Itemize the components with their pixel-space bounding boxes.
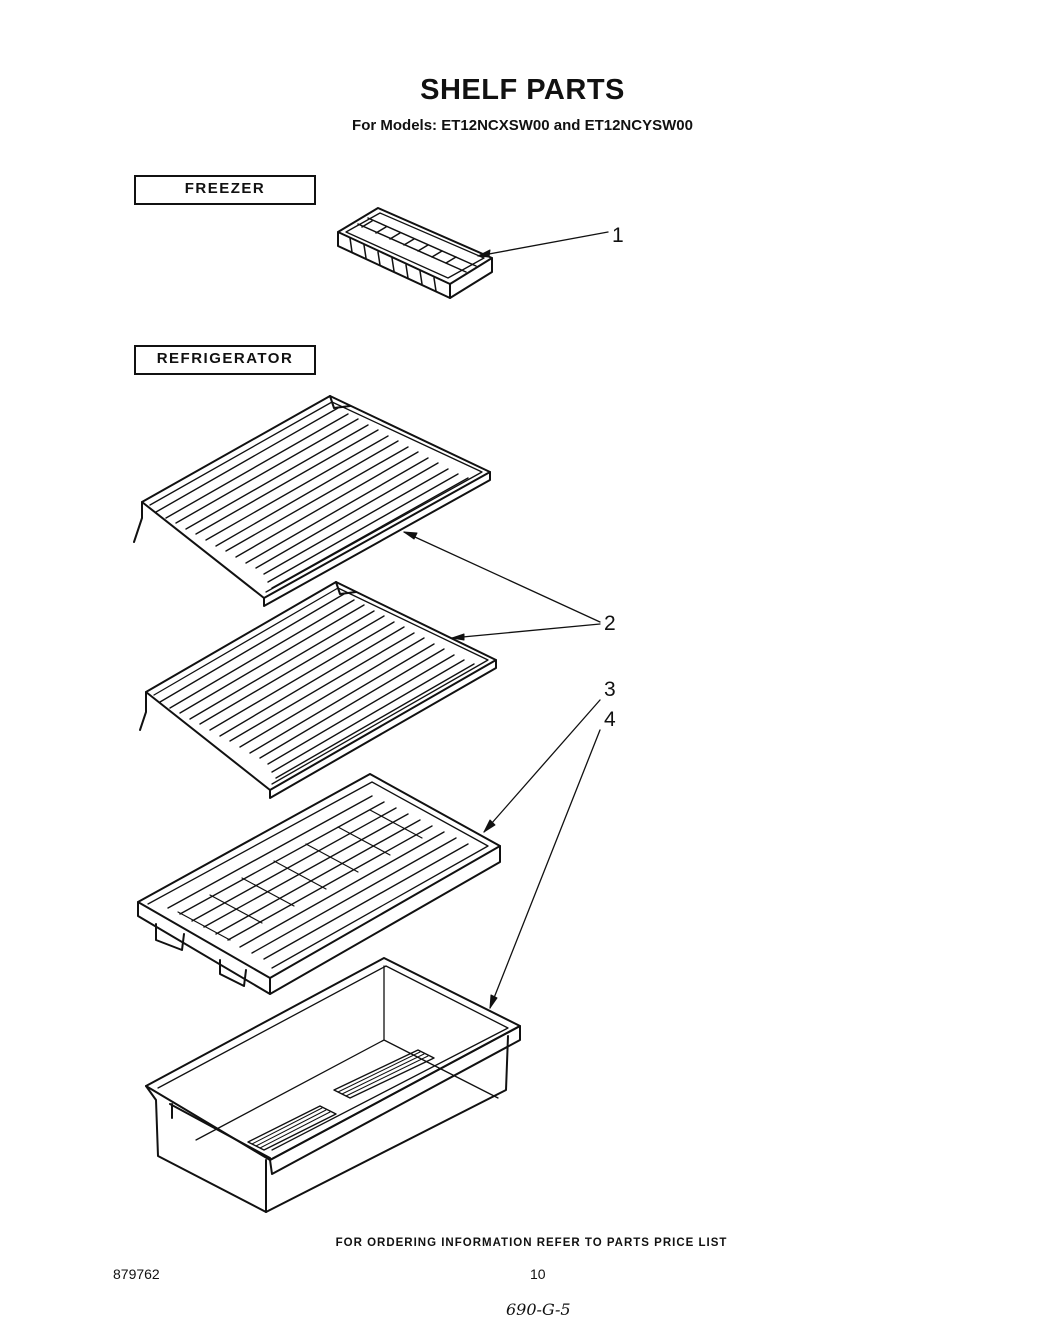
- models-subtitle: For Models: ET12NCXSW00 and ET12NCYSW00: [352, 117, 693, 134]
- crisper-cover-shelf-icon: [137, 773, 501, 995]
- freezer-section-label: FREEZER: [134, 175, 316, 205]
- callout-4-label: 4: [604, 708, 616, 731]
- refrigerator-section-label: REFRIGERATOR: [134, 345, 316, 375]
- leader-line-4: [489, 729, 601, 1009]
- wire-shelf-icon: [133, 395, 491, 607]
- document-part-number: 879762: [113, 1266, 160, 1282]
- callout-2-label: 2: [604, 612, 616, 635]
- ordering-info-note: FOR ORDERING INFORMATION REFER TO PARTS …: [335, 1237, 728, 1249]
- wire-shelf-icon: [139, 581, 497, 799]
- leader-line-1: [477, 231, 609, 257]
- page-title: SHELF PARTS: [420, 74, 625, 106]
- page-number: 10: [530, 1266, 546, 1282]
- crisper-pan-icon: [145, 957, 521, 1213]
- handwritten-note: 690-G-5: [506, 1300, 571, 1319]
- leader-line-3: [483, 699, 601, 833]
- ice-cube-tray-icon: [337, 207, 493, 299]
- leader-line-2b: [451, 623, 601, 639]
- leader-line-2a: [403, 531, 601, 623]
- callout-3-label: 3: [604, 678, 616, 701]
- callout-1-label: 1: [612, 224, 624, 247]
